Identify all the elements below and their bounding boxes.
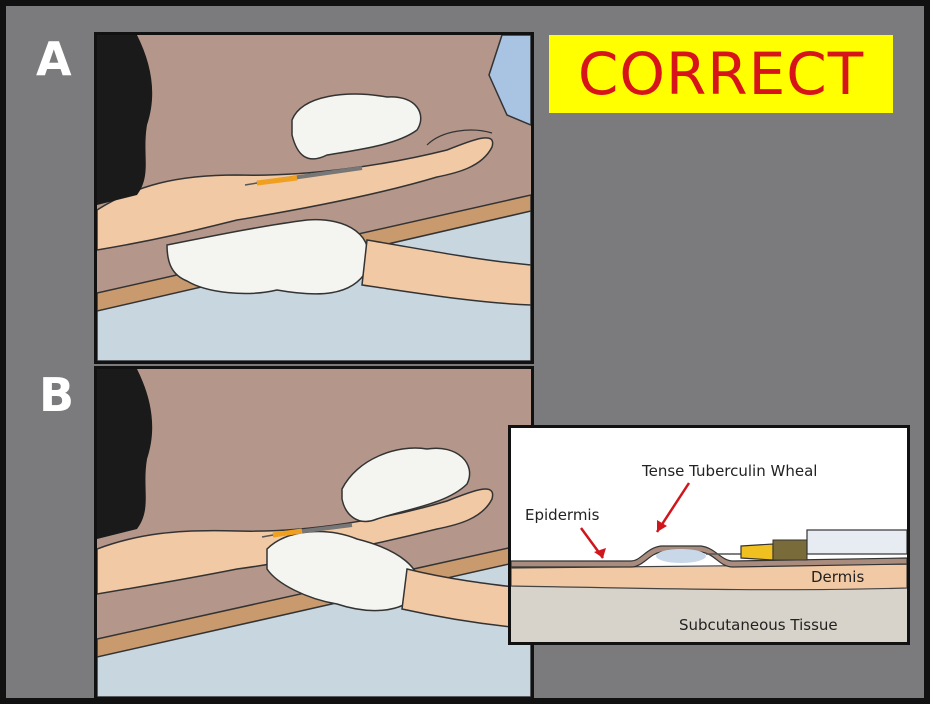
needle-hub: [741, 544, 773, 560]
correct-label: CORRECT: [578, 40, 864, 108]
patient-hair: [97, 35, 152, 205]
panel-a-drawing: [97, 35, 531, 361]
skin-cross-section-inset: Tense Tuberculin Wheal Epidermis Dermis …: [508, 425, 910, 645]
dermis-label: Dermis: [811, 568, 864, 586]
panel-b-letter: B: [39, 372, 74, 418]
panel-b-drawing: [97, 369, 531, 697]
syringe-plunger-seal: [773, 540, 807, 560]
patient-hair: [97, 369, 152, 539]
epidermis-label: Epidermis: [525, 506, 599, 524]
correct-badge: CORRECT: [549, 35, 893, 113]
wheal-label: Tense Tuberculin Wheal: [642, 462, 817, 480]
syringe-barrel: [807, 530, 907, 554]
subcutaneous-label: Subcutaneous Tissue: [679, 616, 838, 634]
skin-layers-drawing: [511, 428, 907, 642]
tuberculin-wheal: [656, 549, 706, 563]
panel-a-letter: A: [36, 36, 72, 82]
panel-b-illustration: [94, 366, 534, 700]
panel-a-illustration: [94, 32, 534, 364]
